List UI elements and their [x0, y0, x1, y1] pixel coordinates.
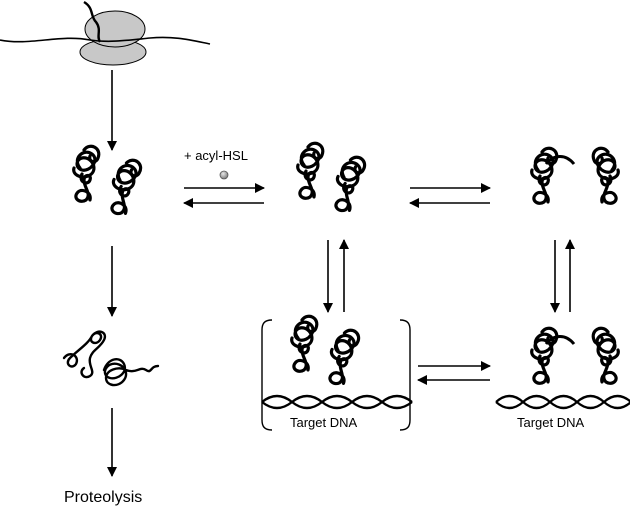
ligand-label: + acyl-HSL: [184, 148, 248, 163]
equilibrium-dimer-dna: [550, 239, 575, 313]
left-bracket: [261, 319, 273, 431]
ribosome: [0, 0, 211, 66]
dna-helix-left: [260, 394, 414, 410]
dna-helix-right: [494, 394, 630, 410]
acyl-hsl-ligand: [219, 170, 229, 180]
equilibrium-dna-complexes: [417, 361, 491, 385]
target-dna-label-right: Target DNA: [517, 415, 585, 430]
monomers-on-dna-complex: Target DNA: [260, 316, 414, 431]
nascent-peptide: [83, 0, 102, 43]
equilibrium-ligand-binding: [183, 183, 265, 208]
active-dimer: [532, 148, 619, 203]
target-dna-label-left: Target DNA: [290, 415, 358, 430]
ribosome-large-subunit: [84, 10, 146, 48]
equilibrium-dimerization: [409, 183, 491, 208]
right-bracket: [399, 319, 411, 431]
mrna-strand: [0, 36, 211, 45]
unfolded-protein: [62, 330, 160, 387]
equilibrium-monomer-dna: [323, 239, 349, 313]
dimer-on-dna-complex: Target DNA: [494, 328, 630, 430]
proteolysis-label: Proteolysis: [64, 489, 142, 506]
ligand-bound-monomers: [298, 143, 366, 213]
apo-monomers: [74, 146, 142, 216]
